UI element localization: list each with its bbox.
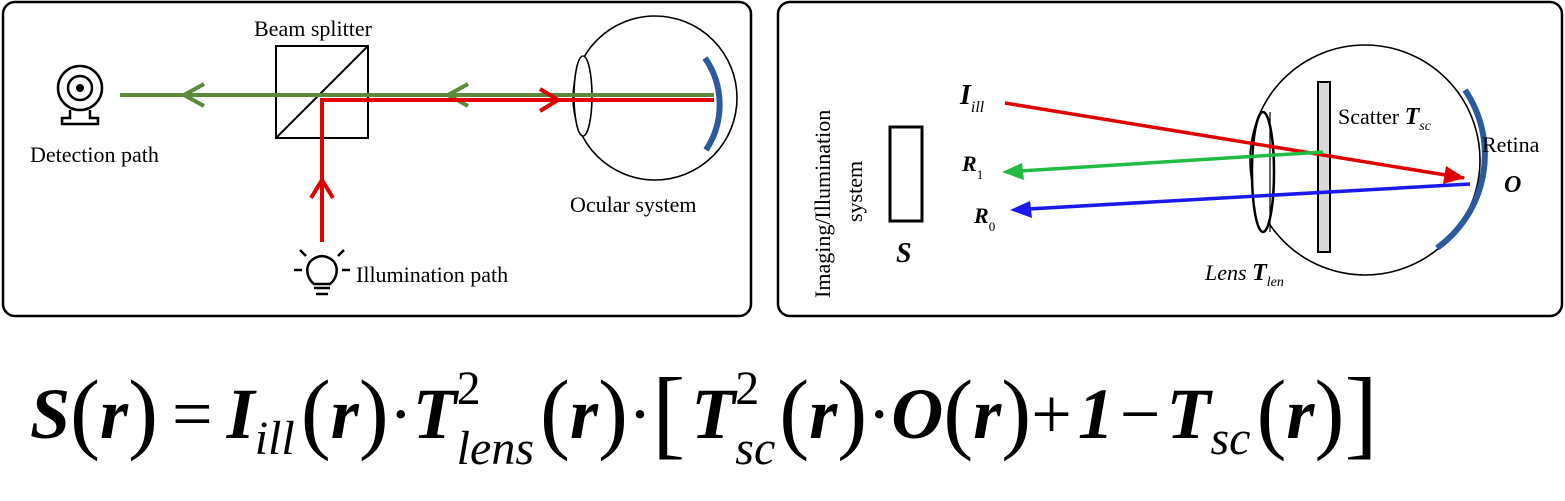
retina-O-label: O	[1504, 172, 1521, 198]
left-panel: Detection path Beam splitter Ocular syst…	[1, 0, 753, 318]
red-arrow-up	[309, 176, 335, 200]
detector-box	[888, 125, 924, 223]
green-R1-ray	[1019, 150, 1324, 173]
right-panel: Imaging/Illumination system S Iill R1 R0…	[776, 0, 1564, 318]
red-incident-ray	[1004, 101, 1465, 180]
blue-R0-ray	[1027, 182, 1471, 211]
detection-path-label: Detection path	[30, 142, 159, 167]
retina-label: Retina	[1482, 132, 1540, 157]
illumination-path-label: Illumination path	[356, 262, 508, 287]
scatter-label: Scatter Tsc	[1338, 104, 1432, 134]
left-panel-frame	[1, 0, 753, 318]
beam-splitter-label: Beam splitter	[254, 16, 373, 41]
light-bulb-icon	[294, 249, 350, 296]
blue-ray-arrowhead	[1010, 201, 1032, 218]
red-arrow-right	[538, 87, 562, 113]
R0-label: R0	[973, 203, 995, 234]
red-ray-arrowhead	[1443, 166, 1465, 184]
eye-right	[1249, 44, 1488, 276]
red-illumination-beam	[320, 98, 714, 242]
R1-label: R1	[961, 151, 983, 182]
green-arrow-mid	[443, 82, 469, 108]
webcam-icon	[56, 64, 104, 126]
sensor-S-label: S	[896, 238, 912, 269]
green-arrow-left	[179, 82, 205, 108]
imaging-system-label-line2: system	[842, 161, 867, 222]
green-ray-arrowhead	[1002, 163, 1024, 180]
ocular-system-label: Ocular system	[570, 192, 696, 217]
right-panel-frame	[776, 0, 1564, 318]
I-ill-label: Iill	[959, 80, 985, 116]
imaging-system-label-line1: Imaging/Illumination	[810, 110, 835, 298]
lens-label: Lens Tlen	[1204, 260, 1284, 290]
scatter-plate	[1317, 81, 1331, 253]
